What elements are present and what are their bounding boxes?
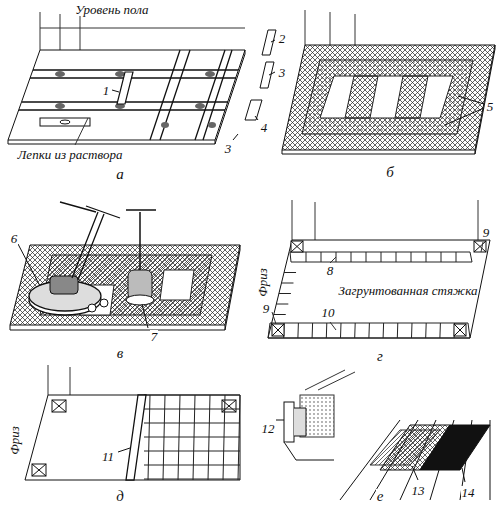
callout-number: 11 [101, 450, 115, 463]
panel-d [25, 365, 240, 480]
panel-g [268, 200, 490, 338]
callout-number: 7 [150, 330, 159, 343]
panel-v [10, 202, 240, 330]
callout-number: 4 [260, 121, 269, 134]
callout-number: 5 [486, 100, 495, 113]
panel-e [276, 370, 490, 500]
callout-number: 14 [461, 486, 476, 499]
panel-letter: е [376, 489, 385, 504]
callout-number: 9 [262, 302, 271, 315]
text-label: Лепки из раствора [17, 148, 124, 161]
callout-number: 3 [224, 142, 233, 155]
panel-a [8, 12, 276, 145]
callout-number: 9 [482, 226, 491, 239]
panel-letter: д [115, 489, 125, 504]
callout-number: 10 [321, 306, 336, 319]
callout-number: 6 [10, 232, 19, 245]
text-label: Фриз [8, 425, 21, 456]
panel-letter: г [376, 349, 384, 364]
panel-letter: а [115, 167, 125, 182]
panel-letter: в [116, 346, 125, 361]
panel-b [282, 10, 495, 154]
text-label: Фриз [256, 267, 269, 298]
callout-number: 8 [326, 264, 335, 277]
callout-number: 1 [102, 84, 111, 97]
text-label: Загрунтованная стяжка [338, 284, 479, 297]
text-label: Уровень пола [74, 3, 149, 16]
callout-number: 12 [261, 422, 276, 435]
callout-number: 13 [411, 484, 426, 497]
callout-number: 3 [278, 66, 287, 79]
panel-letter: б [385, 165, 395, 180]
callout-number: 2 [278, 32, 287, 45]
